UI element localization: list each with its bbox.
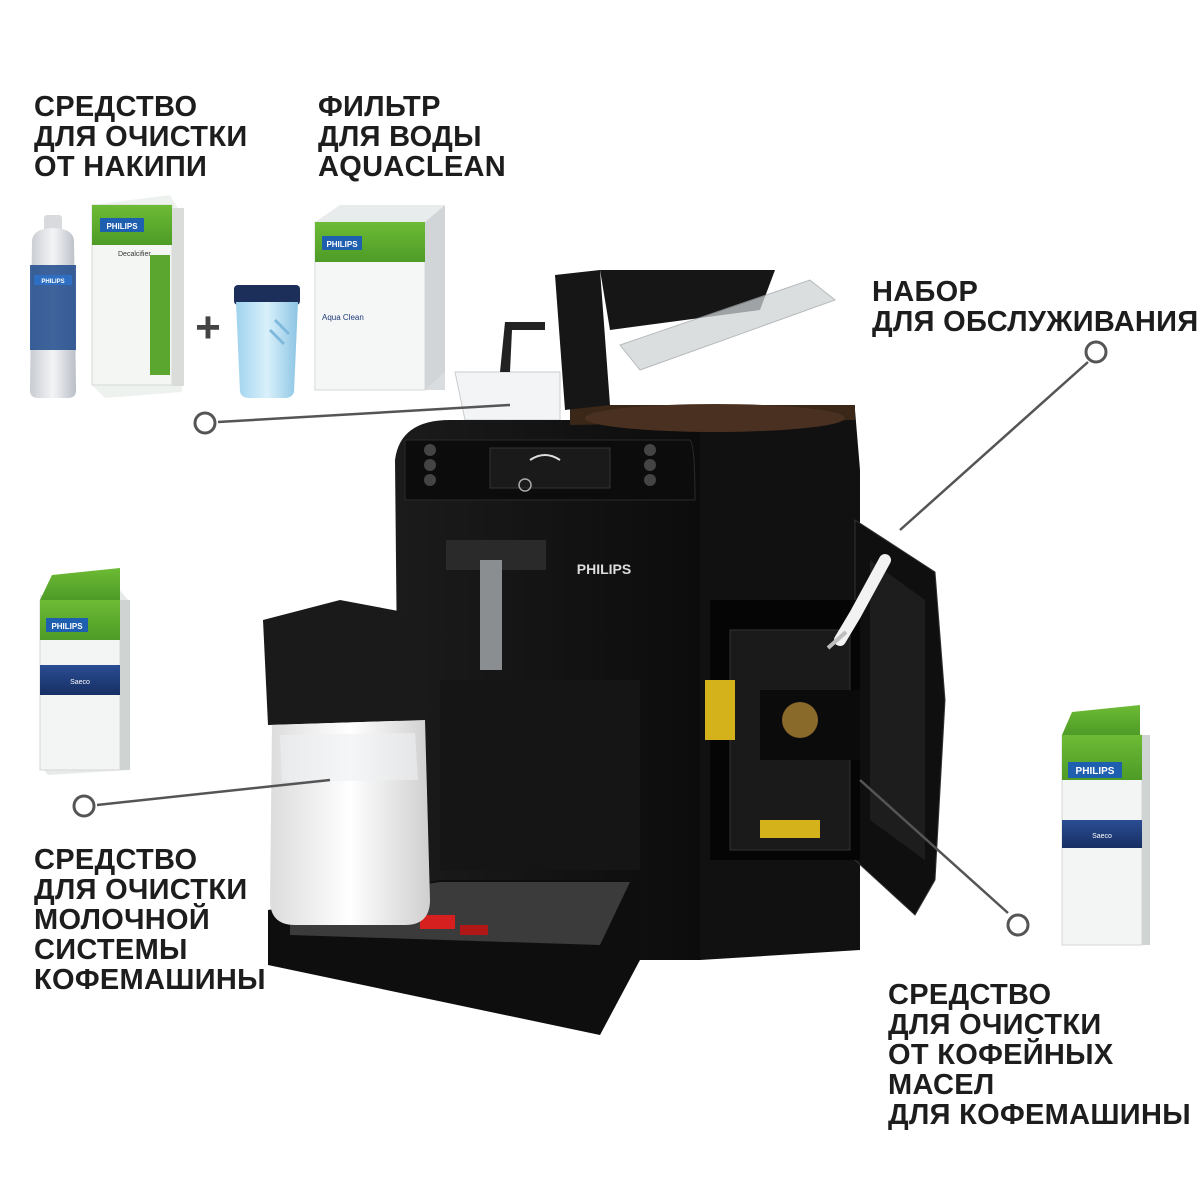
label-line: МОЛОЧНОЙ (34, 904, 211, 936)
label-line: ДЛЯ ОЧИСТКИ (888, 1009, 1102, 1041)
coffee-machine: PHILIPS (263, 270, 946, 1035)
label-oil-remover: СРЕДСТВО ДЛЯ ОЧИСТКИ ОТ КОФЕЙНЫХ МАСЕЛ Д… (888, 980, 1191, 1130)
oil-remover-product: PHILIPS Saeco (1061, 705, 1150, 946)
aquaclean-box-brand: PHILIPS (326, 240, 358, 249)
label-line: СРЕДСТВО (34, 844, 198, 876)
label-line: ДЛЯ КОФЕМАШИНЫ (888, 1099, 1191, 1131)
aquaclean-box-label: Aqua Clean (322, 313, 364, 322)
label-line: ОТ КОФЕЙНЫХ (888, 1039, 1114, 1071)
decalcifier-box-label: Decalcifier (118, 251, 151, 258)
label-line: ОТ НАКИПИ (34, 151, 208, 183)
oil-box-brand: PHILIPS (1076, 766, 1115, 777)
pointers (72, 340, 1108, 937)
label-line: ДЛЯ ВОДЫ (318, 121, 482, 153)
label-line: AQUACLEAN (318, 151, 506, 183)
pointer-dot-water-filter (193, 411, 217, 435)
label-line: МАСЕЛ (888, 1069, 995, 1101)
label-water-filter: ФИЛЬТР ДЛЯ ВОДЫ AQUACLEAN (318, 92, 506, 182)
label-line: КОФЕМАШИНЫ (34, 964, 266, 996)
milk-box-subbrand: Saeco (70, 679, 90, 686)
machine-brand: PHILIPS (577, 561, 631, 577)
label-line: НАБОР (872, 276, 979, 308)
label-maintenance-kit: НАБОР ДЛЯ ОБСЛУЖИВАНИЯ (872, 277, 1198, 337)
milk-box-brand: PHILIPS (51, 622, 83, 631)
label-decalcifier: СРЕДСТВО ДЛЯ ОЧИСТКИ ОТ НАКИПИ (34, 92, 247, 182)
plus-sign: + (195, 303, 221, 352)
label-milk-cleaner: СРЕДСТВО ДЛЯ ОЧИСТКИ МОЛОЧНОЙ СИСТЕМЫ КО… (34, 845, 266, 995)
label-line: ДЛЯ ОЧИСТКИ (34, 874, 248, 906)
pointer-dot-maintenance-kit (1084, 340, 1108, 364)
decalcifier-product: PHILIPS PHILIPS Decalcifier (30, 195, 184, 398)
decalcifier-bottle-brand: PHILIPS (41, 279, 64, 285)
label-line: СИСТЕМЫ (34, 934, 188, 966)
pointer-dot-oil-remover (1006, 913, 1030, 937)
aquaclean-product: PHILIPS Aqua Clean (234, 205, 445, 398)
pointer-dot-milk-cleaner (72, 794, 96, 818)
milk-cleaner-product: PHILIPS Saeco (39, 568, 130, 775)
label-line: ФИЛЬТР (318, 91, 441, 123)
label-line: СРЕДСТВО (34, 91, 198, 123)
oil-box-subbrand: Saeco (1092, 833, 1112, 840)
decalcifier-box-brand: PHILIPS (106, 222, 138, 231)
label-line: ДЛЯ ОБСЛУЖИВАНИЯ (872, 306, 1199, 338)
label-line: СРЕДСТВО (888, 979, 1052, 1011)
label-line: ДЛЯ ОЧИСТКИ (34, 121, 248, 153)
